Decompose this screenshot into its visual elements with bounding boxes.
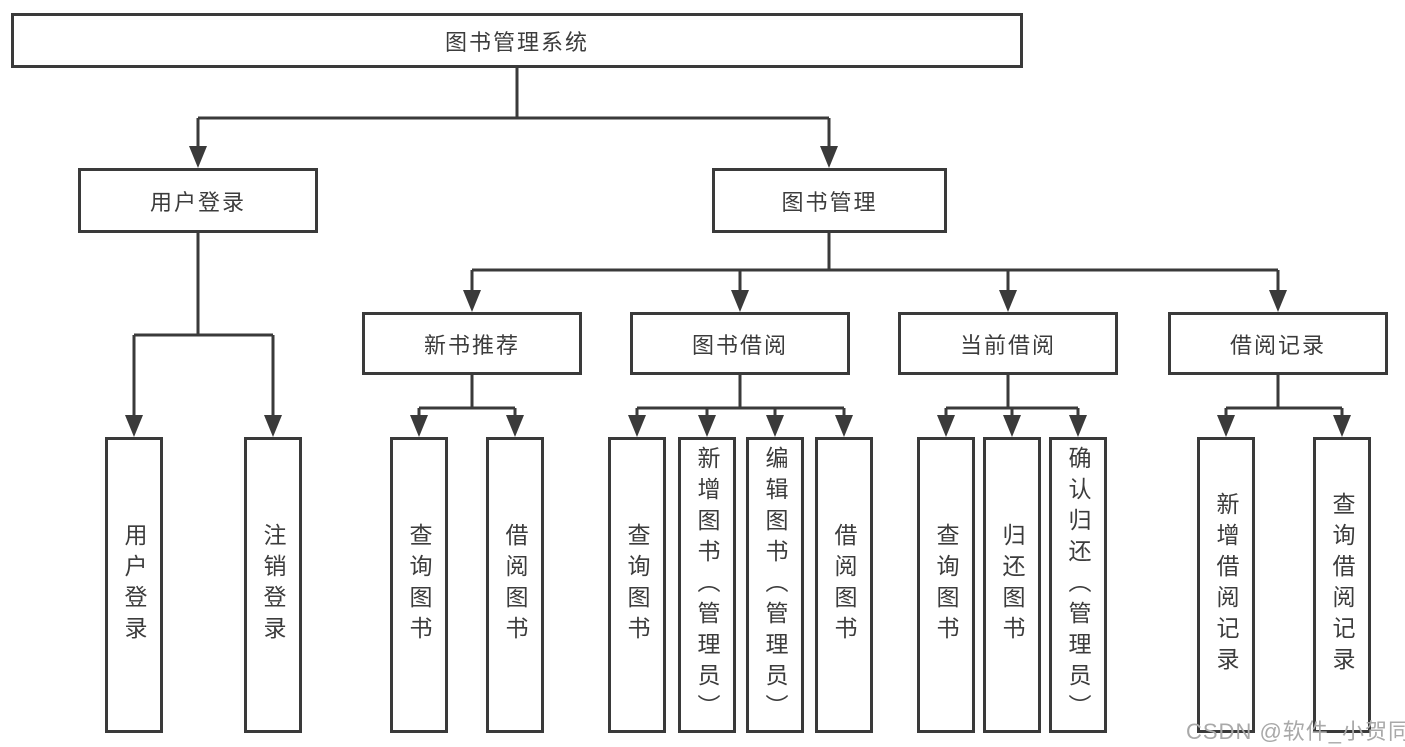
node-book-borrowing: 图书借阅: [630, 312, 850, 375]
node-current-borrowing: 当前借阅: [898, 312, 1118, 375]
node-borrow-borrow-books: 借阅图书: [815, 437, 873, 733]
node-new-book-recommend: 新书推荐: [362, 312, 582, 375]
connector-arrowheads: [125, 146, 1351, 437]
csdn-watermark: CSDN @软件_小贺同学: [1186, 719, 1405, 744]
node-borrow-add-books-admin: 新增图书（管理员）: [678, 437, 736, 733]
connector-lines: [132, 68, 1344, 421]
node-records-add-record: 新增借阅记录: [1197, 437, 1255, 733]
node-user-login: 用户登录: [78, 168, 318, 233]
node-logout: 注销登录: [244, 437, 302, 733]
node-borrow-query-books: 查询图书: [608, 437, 666, 733]
node-user-login-leaf: 用户登录: [105, 437, 163, 733]
node-borrow-edit-books-admin: 编辑图书（管理员）: [746, 437, 804, 733]
node-book-management: 图书管理: [712, 168, 947, 233]
node-borrowing-records: 借阅记录: [1168, 312, 1388, 375]
node-current-confirm-return-admin: 确认归还（管理员）: [1049, 437, 1107, 733]
node-current-query-books: 查询图书: [917, 437, 975, 733]
node-current-return-books: 归还图书: [983, 437, 1041, 733]
node-rec-query-books: 查询图书: [390, 437, 448, 733]
node-root: 图书管理系统: [11, 13, 1023, 68]
node-rec-borrow-books: 借阅图书: [486, 437, 544, 733]
node-records-query-record: 查询借阅记录: [1313, 437, 1371, 733]
